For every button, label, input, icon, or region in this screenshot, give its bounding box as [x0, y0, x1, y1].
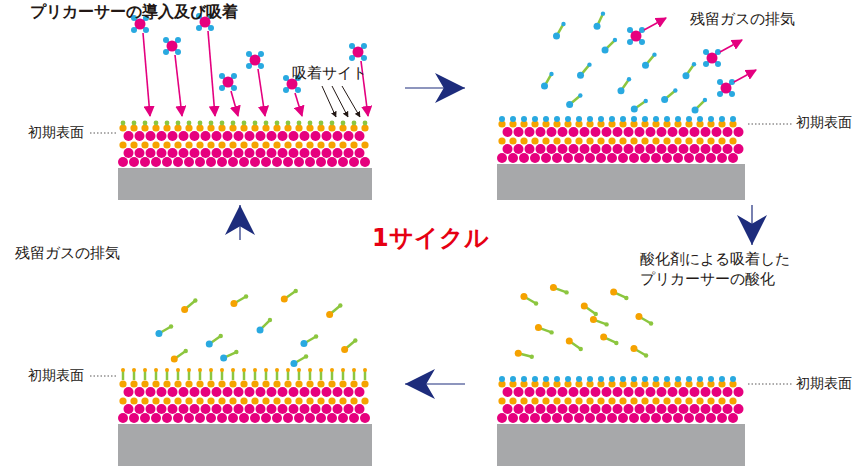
gas-molecule — [341, 338, 357, 353]
substrate-lattice — [497, 376, 745, 466]
step-label: 残留ガスの排気 — [690, 10, 795, 28]
gas-molecule — [566, 93, 582, 108]
gas-molecule — [181, 298, 197, 313]
gas-molecule — [610, 289, 628, 301]
surface-leader — [90, 376, 116, 377]
gas-molecule — [206, 334, 223, 348]
gas-molecule — [281, 289, 298, 303]
motion-arrow — [258, 69, 265, 116]
motion-arrow — [143, 33, 150, 116]
substrate — [497, 424, 745, 466]
cycle-arrow — [405, 87, 465, 88]
gas-molecule — [535, 324, 554, 334]
gas-molecule — [631, 99, 648, 113]
gas-molecule — [602, 38, 618, 54]
step-label: 残留ガスの排気 — [15, 244, 120, 262]
motion-arrow — [208, 31, 215, 116]
motion-arrow — [295, 93, 302, 116]
gas-molecule — [581, 302, 598, 316]
process-panel: 残留ガスの排気初期表面 — [0, 240, 405, 466]
surface-label: 初期表面 — [28, 124, 84, 141]
gas-molecule — [635, 313, 653, 326]
gas-molecule — [590, 316, 609, 326]
precursor-molecule — [246, 51, 264, 69]
gas-molecule — [630, 345, 648, 358]
site-pointer — [342, 86, 360, 117]
step-label: 吸着サイト — [292, 64, 367, 82]
surface-leader — [748, 384, 792, 385]
gas-molecule — [600, 334, 618, 346]
gas-molecule — [594, 11, 606, 29]
gas-molecule — [682, 62, 696, 79]
cycle-arrow — [751, 205, 752, 245]
gas-molecule — [566, 337, 583, 351]
substrate-lattice — [497, 116, 745, 200]
gas-molecule — [230, 294, 248, 307]
motion-arrow — [734, 70, 756, 82]
gas-molecule — [541, 72, 554, 90]
gas-molecule — [520, 293, 538, 306]
gas-molecule — [661, 88, 677, 103]
precursor-molecule — [163, 37, 181, 55]
step-label: プリカーサーの導入及び吸着 — [30, 2, 238, 21]
process-panel: 酸化剤による吸着したプリカーサーの酸化初期表面 — [465, 245, 866, 466]
substrate-lattice — [118, 121, 372, 200]
gas-molecule — [617, 77, 631, 94]
motion-arrow — [720, 40, 742, 52]
precursor-molecule — [627, 27, 645, 45]
precursor-molecule — [703, 49, 721, 67]
gas-molecule — [155, 324, 173, 337]
gas-molecule — [577, 62, 592, 78]
gas-molecule — [220, 350, 238, 362]
step-label: 酸化剤による吸着したプリカーサーの酸化 — [640, 250, 800, 289]
surface-leader — [90, 133, 116, 134]
substrate — [118, 424, 372, 466]
cycle-arrow — [405, 383, 465, 384]
motion-arrow — [175, 55, 182, 116]
surface-label: 初期表面 — [28, 367, 84, 384]
gas-molecule — [290, 354, 308, 367]
substrate-lattice — [118, 368, 372, 466]
cycle-arrow — [239, 205, 240, 240]
precursor-molecule — [219, 73, 237, 91]
gas-molecule — [642, 52, 657, 68]
gas-molecule — [257, 318, 273, 334]
site-pointer — [332, 86, 348, 117]
substrate — [118, 168, 372, 200]
cycle-label: 1サイクル — [372, 222, 489, 254]
motion-arrow — [231, 91, 238, 116]
motion-arrow — [644, 18, 666, 30]
process-panel: プリカーサーの導入及び吸着吸着サイト初期表面 — [0, 0, 405, 205]
gas-molecule — [171, 349, 188, 363]
precursor-molecule — [717, 79, 735, 97]
gas-molecule — [550, 284, 569, 294]
surface-label: 初期表面 — [796, 375, 852, 392]
process-panel: 残留ガスの排気初期表面 — [465, 0, 866, 205]
gas-molecule — [553, 22, 566, 40]
gas-molecule — [692, 98, 708, 114]
gas-molecule — [300, 334, 318, 347]
gas-molecule — [515, 350, 534, 359]
surface-label: 初期表面 — [796, 114, 852, 131]
precursor-molecule — [349, 43, 367, 61]
surface-leader — [748, 124, 792, 125]
gas-molecule — [326, 303, 342, 318]
substrate — [497, 164, 745, 200]
